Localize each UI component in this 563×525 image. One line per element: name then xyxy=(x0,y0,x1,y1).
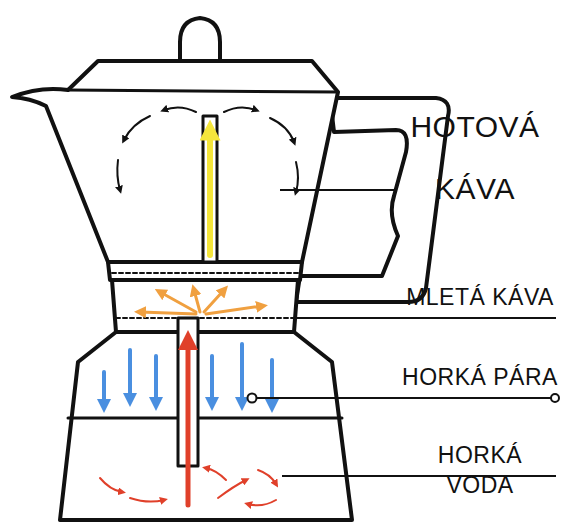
swirl-arrow xyxy=(124,116,150,140)
fan-arrow xyxy=(204,290,224,312)
swirl-arrow xyxy=(164,107,196,112)
boiling-arrows xyxy=(100,468,276,505)
coffee-flow-arrow xyxy=(207,130,213,255)
pressure-arrow xyxy=(128,350,132,400)
fan-arrow xyxy=(206,306,262,314)
lower-chamber xyxy=(60,332,352,520)
fan-arrow xyxy=(140,312,196,314)
boil-arrow xyxy=(130,498,164,502)
part-label: HOTOVÁ KÁVA xyxy=(400,96,550,220)
leader-line xyxy=(257,397,551,399)
steam-through-coffee-arrows xyxy=(140,290,262,314)
swirl-arrow xyxy=(117,160,120,190)
steam-pressure-arrows xyxy=(104,344,272,406)
leader-dot xyxy=(551,394,559,402)
leader-line xyxy=(296,317,556,319)
part-label: MLETÁ KÁVA xyxy=(402,282,558,312)
coffee-swirl-arrows xyxy=(117,107,298,192)
water-rise-arrow xyxy=(186,340,191,505)
lid-line xyxy=(68,90,338,92)
fan-arrow xyxy=(160,292,196,312)
pressure-arrow xyxy=(154,356,158,404)
part-label: HORKÁ VODA xyxy=(402,440,558,500)
upper-chamber xyxy=(12,61,338,262)
filter-plate xyxy=(112,272,298,274)
pressure-arrow xyxy=(102,372,106,406)
swirl-arrow xyxy=(270,118,294,142)
part-label: HORKÁ PÁRA xyxy=(402,362,558,392)
water-level xyxy=(68,417,342,420)
riser-pipe xyxy=(203,116,217,262)
boil-arrow xyxy=(100,478,122,492)
leader-line xyxy=(280,189,396,191)
basket-mesh xyxy=(116,317,294,319)
boil-arrow xyxy=(206,468,226,480)
pressure-arrow xyxy=(270,360,274,406)
lid-knob xyxy=(180,18,220,62)
joint-band xyxy=(108,262,302,280)
boil-arrow xyxy=(248,500,276,505)
leader-line xyxy=(282,475,556,477)
fan-arrow xyxy=(194,290,200,312)
pressure-arrow xyxy=(240,344,244,404)
coffee-basket xyxy=(112,280,298,332)
swirl-arrow xyxy=(296,162,298,192)
swirl-arrow xyxy=(224,107,256,112)
leader-dot xyxy=(248,394,257,403)
pressure-arrow xyxy=(210,356,214,404)
boil-arrow xyxy=(258,470,276,484)
boil-arrow xyxy=(218,480,246,498)
